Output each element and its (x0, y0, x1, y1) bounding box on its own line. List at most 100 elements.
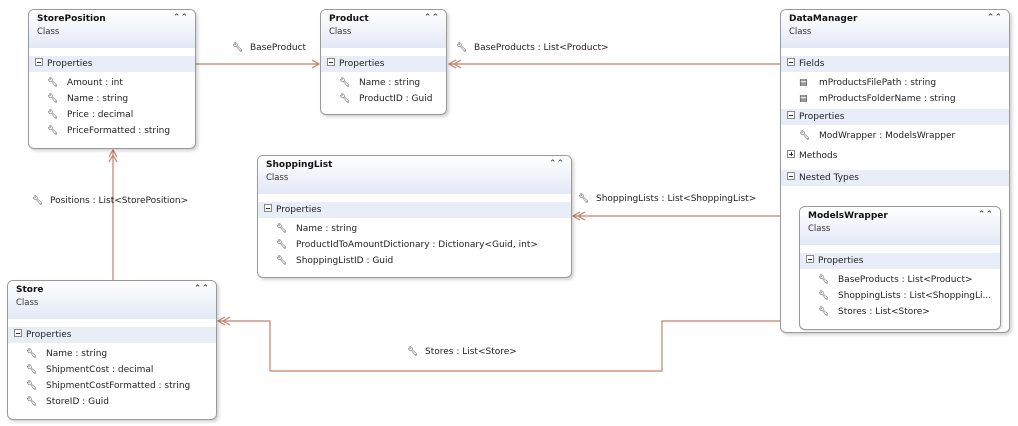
properties-list: 🔧︎BaseProducts : List<Product> 🔧︎Shoppin… (800, 269, 1000, 320)
property-item[interactable]: 🔧︎Name : string (8, 346, 216, 362)
wrench-icon: 🔧︎ (818, 291, 830, 301)
wrench-icon: 🔧︎ (47, 126, 59, 136)
property-item[interactable]: 🔧︎StoreID : Guid (8, 394, 216, 410)
collapse-toggle-icon[interactable] (35, 58, 43, 66)
properties-section-header[interactable]: Properties (29, 56, 195, 72)
class-store[interactable]: Store Class ⌃⌃ Properties 🔧︎Name : strin… (7, 280, 217, 420)
class-title: ShoppingList (266, 160, 333, 170)
wrench-icon: 🔧︎ (818, 307, 830, 317)
collapse-toggle-icon[interactable] (787, 58, 795, 66)
property-item[interactable]: 🔧︎Price : decimal (29, 107, 195, 123)
class-stereotype: Class (808, 224, 831, 234)
wrench-icon: 🔧︎ (276, 256, 288, 266)
collapse-toggle-icon[interactable] (327, 58, 335, 66)
wrench-icon: 🔧︎ (26, 349, 38, 359)
class-header: Product Class ⌃⌃ (321, 10, 446, 48)
properties-list: 🔧︎ModWrapper : ModelsWrapper (781, 125, 1009, 144)
class-stereotype: Class (789, 27, 812, 37)
collapse-chevron-icon[interactable]: ⌃⌃ (548, 159, 564, 169)
field-item[interactable]: ▤mProductsFolderName : string (781, 91, 1009, 107)
wrench-icon: 🔧︎ (276, 240, 288, 250)
collapse-chevron-icon[interactable]: ⌃⌃ (977, 210, 993, 220)
properties-section-header[interactable]: Properties (258, 202, 571, 218)
property-item[interactable]: 🔧︎BaseProducts : List<Product> (800, 272, 1000, 288)
class-title: Product (329, 14, 369, 24)
properties-section-header[interactable]: Properties (8, 327, 216, 343)
wrench-icon: 🔧︎ (232, 43, 244, 53)
class-modelswrapper[interactable]: ModelsWrapper Class ⌃⌃ Properties 🔧︎Base… (799, 206, 1001, 330)
connector-stores (218, 320, 780, 372)
association-label-baseproducts[interactable]: 🔧︎BaseProducts : List<Product> (456, 43, 609, 53)
collapse-chevron-icon[interactable]: ⌃⌃ (193, 284, 209, 294)
class-title: DataManager (789, 14, 858, 24)
association-label-baseproduct[interactable]: 🔧︎BaseProduct (232, 43, 307, 53)
wrench-icon: 🔧︎ (26, 365, 38, 375)
field-icon: ▤ (799, 78, 808, 88)
wrench-icon: 🔧︎ (47, 110, 59, 120)
collapse-toggle-icon[interactable] (787, 172, 795, 180)
collapse-toggle-icon[interactable] (14, 329, 22, 337)
property-item[interactable]: 🔧︎Stores : List<Store> (800, 304, 1000, 320)
collapse-toggle-icon[interactable] (264, 204, 272, 212)
wrench-lock-icon: 🔧︎ (799, 131, 811, 141)
property-item[interactable]: 🔧︎Name : string (321, 75, 446, 91)
class-header: DataManager Class ⌃⌃ (781, 10, 1009, 48)
arrowhead-baseproducts-a (447, 59, 457, 69)
properties-list: 🔧︎Name : string 🔧︎ProductID : Guid (321, 72, 446, 107)
properties-list: 🔧︎Name : string 🔧︎ProductIdToAmountDicti… (258, 218, 571, 269)
class-title: StorePosition (37, 14, 106, 24)
class-title: ModelsWrapper (808, 211, 888, 221)
arrowhead-positions-b (108, 153, 118, 163)
property-item[interactable]: 🔧︎ShoppingListID : Guid (258, 253, 571, 269)
arrowhead-shoppinglists-a (571, 211, 581, 221)
properties-section-header[interactable]: Properties (800, 253, 1000, 269)
fields-list: ▤mProductsFilePath : string ▤mProductsFo… (781, 72, 1009, 107)
collapse-chevron-icon[interactable]: ⌃⌃ (172, 13, 188, 23)
association-label-shoppinglists[interactable]: 🔧︎ShoppingLists : List<ShoppingList> (578, 194, 757, 204)
collapse-toggle-icon[interactable] (806, 255, 814, 263)
class-header: ModelsWrapper Class ⌃⌃ (800, 207, 1000, 245)
property-item[interactable]: 🔧︎ShipmentCost : decimal (8, 362, 216, 378)
collapse-chevron-icon[interactable]: ⌃⌃ (986, 13, 1002, 23)
property-item[interactable]: 🔧︎ShipmentCostFormatted : string (8, 378, 216, 394)
wrench-icon: 🔧︎ (339, 94, 351, 104)
class-datamanager[interactable]: DataManager Class ⌃⌃ Fields ▤mProductsFi… (780, 9, 1010, 333)
association-label-stores[interactable]: 🔧︎Stores : List<Store> (407, 347, 517, 357)
property-item[interactable]: 🔧︎Name : string (29, 91, 195, 107)
class-header: ShoppingList Class ⌃⌃ (258, 156, 571, 194)
property-item[interactable]: 🔧︎PriceFormatted : string (29, 123, 195, 139)
collapse-chevron-icon[interactable]: ⌃⌃ (423, 13, 439, 23)
class-title: Store (16, 285, 44, 295)
wrench-lock-icon: 🔧︎ (407, 347, 419, 357)
class-storeposition[interactable]: StorePosition Class ⌃⌃ Properties 🔧︎Amou… (28, 9, 196, 149)
association-label-positions[interactable]: 🔧︎Positions : List<StorePosition> (32, 196, 189, 206)
class-header: Store Class ⌃⌃ (8, 281, 216, 319)
property-item[interactable]: 🔧︎ProductID : Guid (321, 91, 446, 107)
wrench-icon: 🔧︎ (339, 78, 351, 88)
fields-section-header[interactable]: Fields (781, 56, 1009, 72)
wrench-icon: 🔧︎ (26, 397, 38, 407)
property-item[interactable]: 🔧︎ProductIdToAmountDictionary : Dictiona… (258, 237, 571, 253)
collapse-toggle-icon[interactable] (787, 111, 795, 119)
class-shoppinglist[interactable]: ShoppingList Class ⌃⌃ Properties 🔧︎Name … (257, 155, 572, 278)
wrench-icon: 🔧︎ (32, 196, 44, 206)
methods-section-header[interactable]: Methods (781, 148, 1009, 164)
property-item[interactable]: 🔧︎Amount : int (29, 75, 195, 91)
expand-toggle-icon[interactable] (787, 150, 795, 158)
arrowhead-stores-b (221, 316, 231, 326)
property-item[interactable]: 🔧︎ModWrapper : ModelsWrapper (781, 128, 1009, 144)
field-item[interactable]: ▤mProductsFilePath : string (781, 75, 1009, 91)
wrench-icon: 🔧︎ (276, 224, 288, 234)
properties-section-header[interactable]: Properties (321, 56, 446, 72)
arrowhead-baseproduct (311, 59, 321, 69)
class-header: StorePosition Class ⌃⌃ (29, 10, 195, 48)
class-product[interactable]: Product Class ⌃⌃ Properties 🔧︎Name : str… (320, 9, 447, 115)
class-stereotype: Class (266, 173, 289, 183)
property-item[interactable]: 🔧︎Name : string (258, 221, 571, 237)
properties-section-header[interactable]: Properties (781, 109, 1009, 125)
property-item[interactable]: 🔧︎ShoppingLists : List<ShoppingLi... (800, 288, 1000, 304)
nested-types-section-header[interactable]: Nested Types (781, 170, 1009, 186)
wrench-icon: 🔧︎ (47, 78, 59, 88)
class-stereotype: Class (37, 27, 60, 37)
